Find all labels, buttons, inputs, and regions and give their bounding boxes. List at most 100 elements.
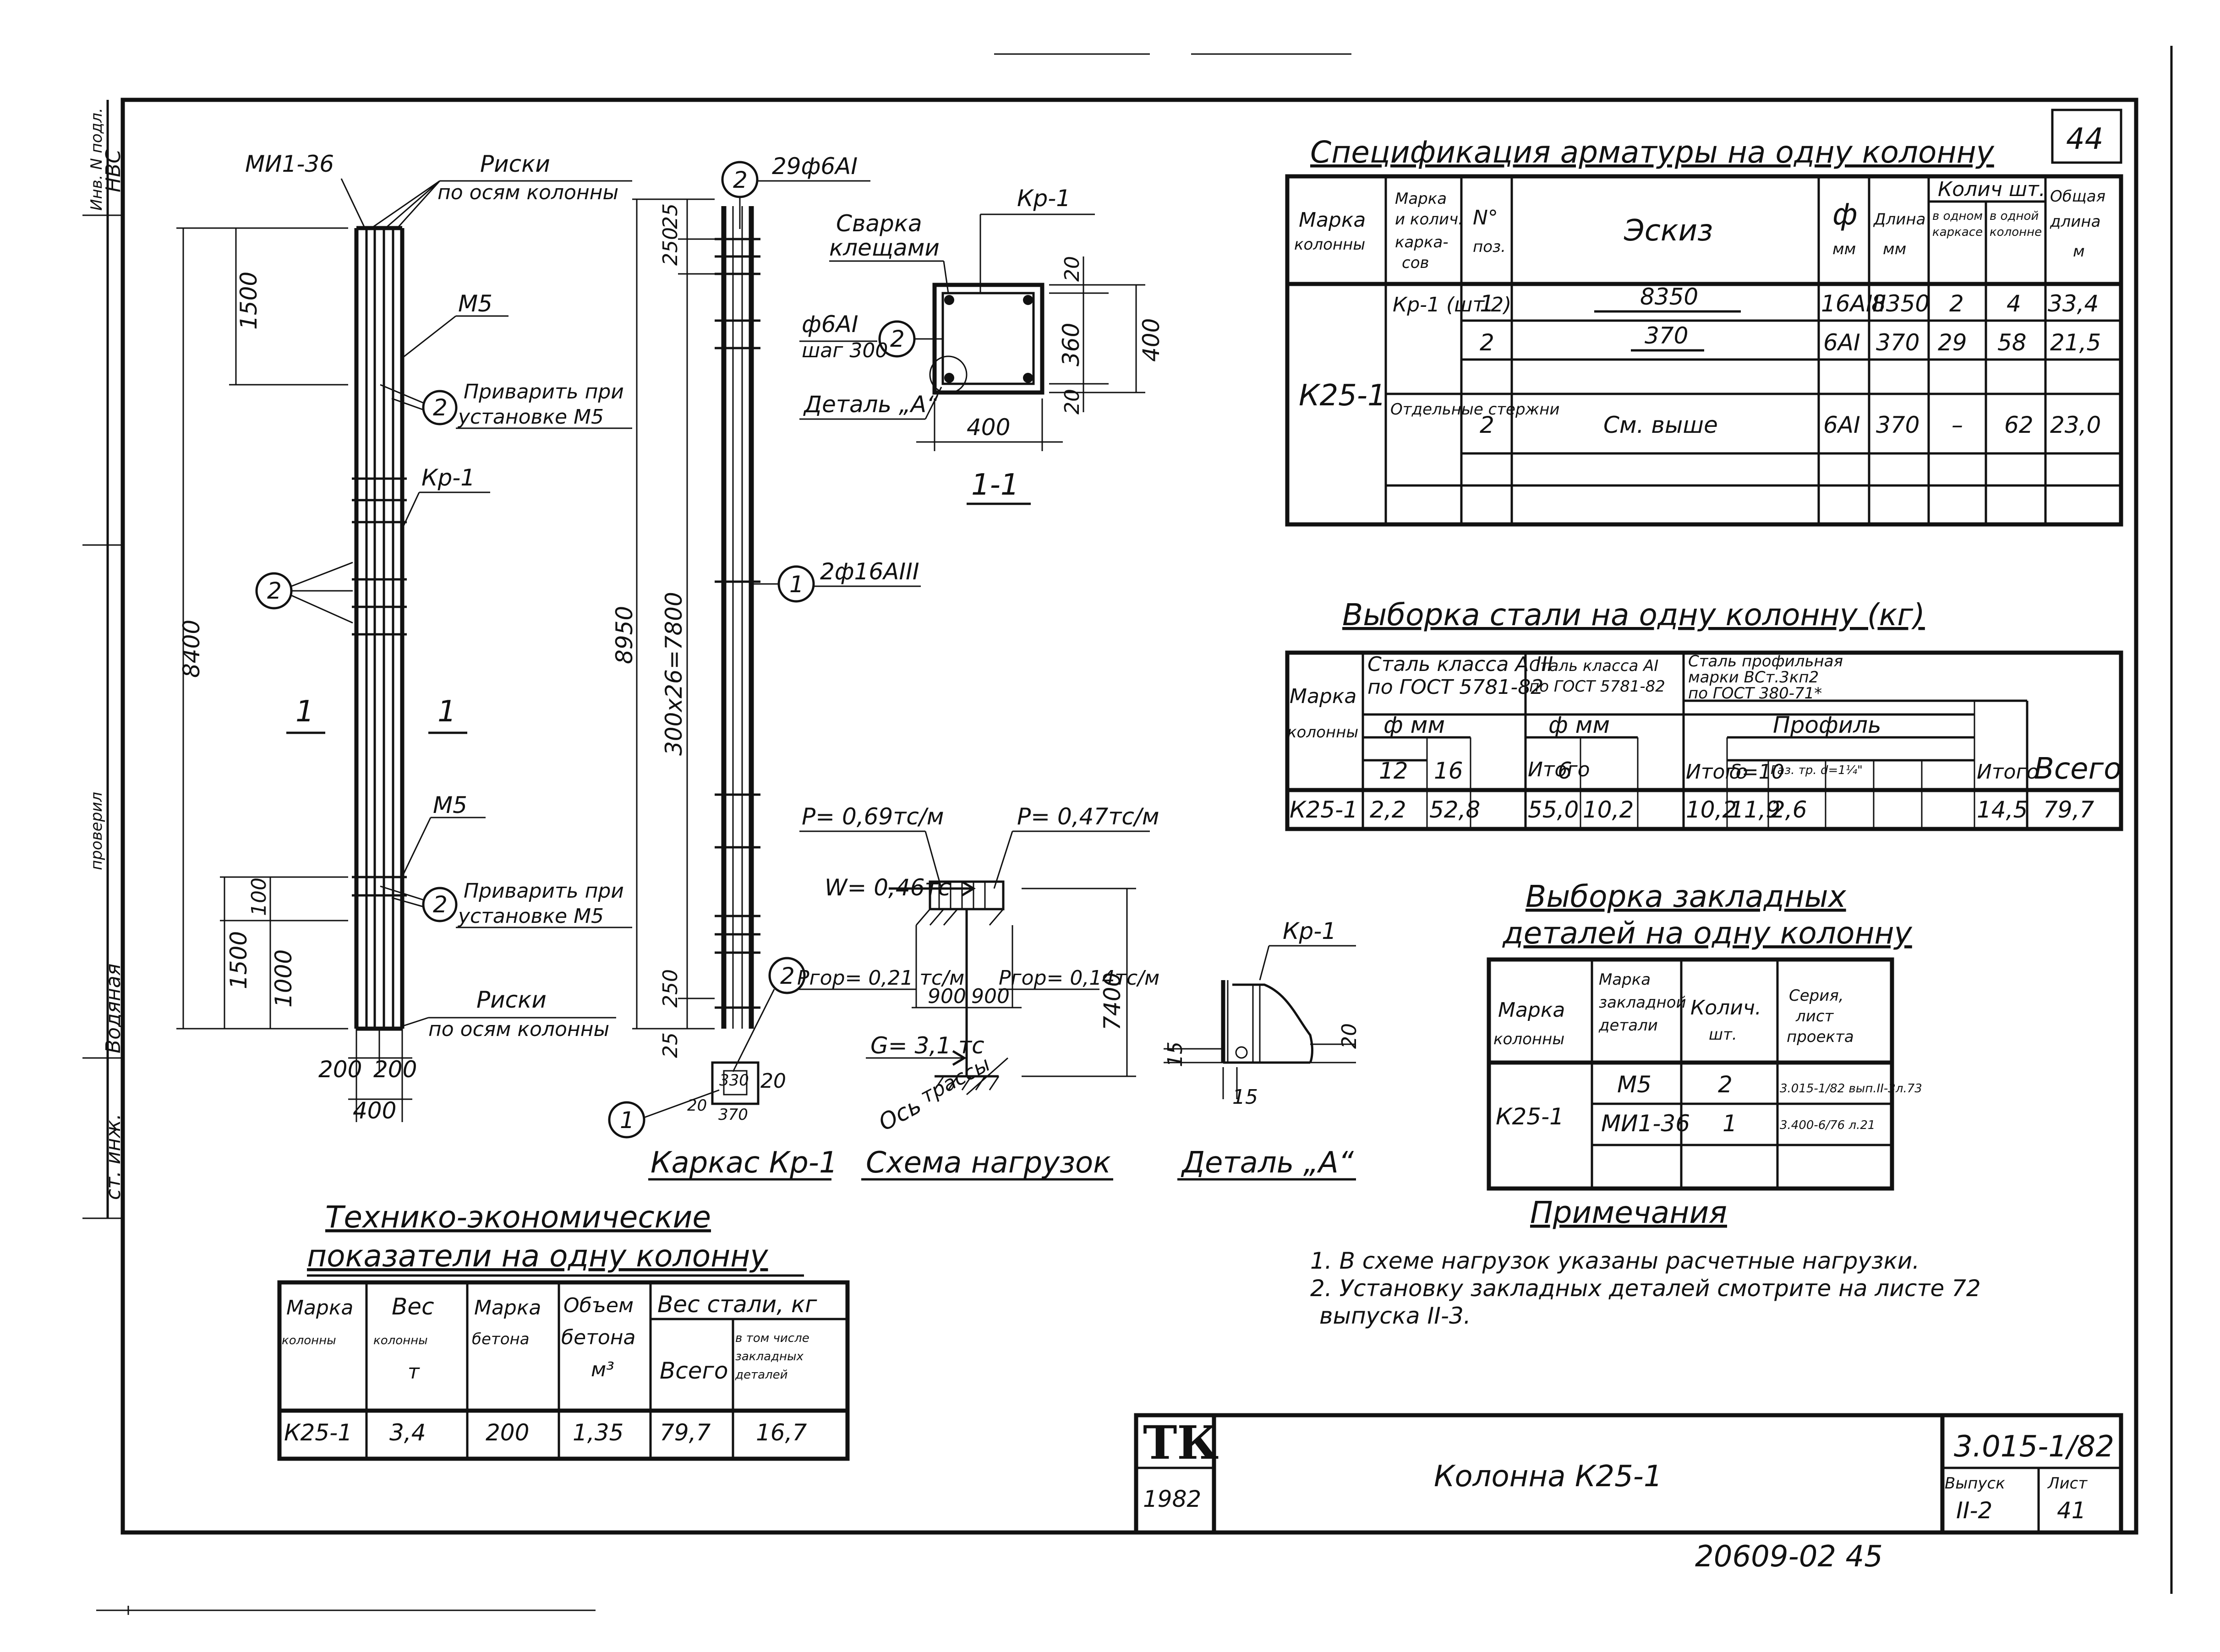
frame-kr1: 2 29ф6АI 25 250 8950 300х26=7800 250 25 … xyxy=(608,153,921,1181)
steel-h-itogo-3: Итого xyxy=(1977,760,2039,784)
tech-h-volume-3: м³ xyxy=(591,1358,614,1381)
embedded-h-qty-2: шт. xyxy=(1709,1025,1737,1044)
section-weld-1: Сварка xyxy=(836,210,922,237)
frame-dim-300x26: 300х26=7800 xyxy=(661,592,687,756)
title-issue: II-2 xyxy=(1956,1497,1992,1524)
embedded-row1-series: 3.015-1/82 вып.II-3л.73 xyxy=(1780,1082,1922,1096)
margin-strip: Инв. N подл. НВС Водяная ст. инж. провер… xyxy=(82,100,125,1219)
steel-c16: 16 xyxy=(1434,758,1463,784)
load-d900-b: 900 xyxy=(971,985,1010,1008)
svg-text:14,5: 14,5 xyxy=(1977,796,2028,823)
steel-h-total: Всего xyxy=(2034,752,2122,786)
tech-h-mark-2: колонны xyxy=(282,1334,336,1347)
section-mark-a: 1 xyxy=(295,695,314,729)
svg-text:6АI: 6АI xyxy=(1823,329,1860,356)
dim-200-b: 200 xyxy=(373,1056,417,1083)
column-elevation: МИ1-36 Риски по осям колонны 1500 М5 2 П… xyxy=(176,151,632,1124)
sheet-frame xyxy=(96,46,2173,1615)
sheet-number: 44 xyxy=(2066,122,2103,156)
tech-table: Технико-экономические показатели на одну… xyxy=(277,1199,850,1461)
embedded-title-2: деталей на одну колонну xyxy=(1502,916,1913,951)
sheet-number-box: 44 xyxy=(2051,109,2122,164)
spec-row-3: 2 См. выше 6АI 370 – 62 23,0 xyxy=(1480,412,2101,438)
tech-h-volume-1: Объем xyxy=(563,1294,634,1317)
tech-h-all: Всего xyxy=(660,1358,728,1384)
section-1-1: Сварка клещами Кр-1 ф6АI шаг 300 2 Детал… xyxy=(799,185,1165,505)
svg-text:10,2: 10,2 xyxy=(1583,796,1634,823)
steel-c12: 12 xyxy=(1379,758,1408,784)
spec-h-frame-2: и колич. xyxy=(1395,210,1463,229)
weld-top-pos: 2 xyxy=(433,394,448,421)
detail-d15-a: 15 xyxy=(1164,1041,1187,1067)
notes: Примечания 1. В схеме нагрузок указаны р… xyxy=(1310,1195,1981,1329)
load-p1: Р= 0,69тс/м xyxy=(802,803,944,830)
frame-d330: 330 xyxy=(719,1071,749,1090)
steel-h-itogo-1: Итого xyxy=(1528,758,1590,781)
detail-a: Кр-1 15 15 20 Деталь „А“ xyxy=(1164,918,1361,1181)
svg-text:–: – xyxy=(1952,412,1963,438)
load-pgor-2: Ргор= 0,14тс/м xyxy=(999,966,1159,990)
margin-role: Водяная xyxy=(102,964,125,1053)
embedded-h-series-3: проекта xyxy=(1787,1028,1854,1046)
svg-text:33,4: 33,4 xyxy=(2048,290,2099,317)
embedded-row1-part: М5 xyxy=(1617,1071,1651,1098)
tech-h-mark-1: Марка xyxy=(286,1296,353,1319)
frame-pos1-bot: 1 xyxy=(620,1107,634,1134)
section-kr: Кр-1 xyxy=(1017,185,1071,212)
frame-d370: 370 xyxy=(718,1106,748,1124)
load-d900-a: 900 xyxy=(928,985,966,1008)
svg-text:1,35: 1,35 xyxy=(573,1419,623,1446)
section-pos: 2 xyxy=(890,326,905,352)
tech-h-weight-2: колонны xyxy=(373,1334,428,1347)
load-pgor-1: Ргор= 0,21 тс/м xyxy=(797,966,964,990)
dim-100: 100 xyxy=(247,878,271,916)
embedded-column: К25-1 xyxy=(1496,1103,1564,1130)
spec-column: К25-1 xyxy=(1299,379,1386,413)
steel-h-prof-1: Сталь профильная xyxy=(1688,652,1843,671)
dim-400-bottom: 400 xyxy=(353,1097,396,1124)
frame-pos2-top: 2 xyxy=(733,167,748,193)
dim-1500-bottom: 1500 xyxy=(225,931,252,989)
spec-h-frame-4: сов xyxy=(1402,254,1429,272)
steel-h-a3-2: по ГОСТ 5781-82 xyxy=(1367,676,1543,699)
weld-bottom-text-2: установке М5 xyxy=(457,905,604,928)
steel-title: Выборка стали на одну колонну (кг) xyxy=(1342,597,1925,632)
svg-text:58: 58 xyxy=(1997,329,2027,356)
spec-h-qty-frame-1: в одном xyxy=(1932,209,1983,223)
spec-group2: Отдельные стержни xyxy=(1390,400,1560,419)
spec-group1: Кр-1 (шт.2) xyxy=(1393,293,1511,316)
spec-row-1: 1 8350 16АIII 8350 2 4 33,4 xyxy=(1480,284,2099,317)
bar2-label: 29ф6АI xyxy=(772,153,858,180)
section-d360: 360 xyxy=(1058,323,1084,366)
tech-title-2: показатели на одну колонну xyxy=(307,1238,768,1274)
tech-h-weight-1: Вес xyxy=(392,1293,434,1320)
tech-h-steel: Вес стали, кг xyxy=(657,1291,817,1318)
note-1: 1. В схеме нагрузок указаны расчетные на… xyxy=(1310,1248,1919,1274)
steel-h-prof-3: по ГОСТ 380-71* xyxy=(1688,684,1822,703)
section-detail: Деталь „А“ xyxy=(803,391,939,418)
dim-1000: 1000 xyxy=(270,949,297,1008)
frame-dim-25-top: 25 xyxy=(659,203,682,229)
svg-text:2: 2 xyxy=(1480,412,1494,438)
load-scheme: Р= 0,69тс/м Р= 0,47тс/м W= 0,46тс Ргор= … xyxy=(797,803,1159,1181)
m5-top-label: М5 xyxy=(458,290,492,317)
spec-h-pos-2: поз. xyxy=(1473,238,1506,256)
load-caption: Схема нагрузок xyxy=(866,1146,1111,1180)
steel-h-a1-1: Сталь класса АI xyxy=(1529,657,1658,675)
section-d400-v: 400 xyxy=(1138,318,1165,362)
embedded-h-qty-1: Колич. xyxy=(1690,996,1761,1020)
spec-h-total-3: м xyxy=(2073,242,2085,261)
svg-text:10,2: 10,2 xyxy=(1686,796,1737,823)
notes-title: Примечания xyxy=(1530,1195,1727,1230)
frame-d20-b: 20 xyxy=(760,1069,786,1093)
title-sheet-label: Лист xyxy=(2047,1474,2088,1493)
detail-d20: 20 xyxy=(1338,1023,1361,1049)
margin-designation: НВС xyxy=(102,149,125,192)
section-caption: 1-1 xyxy=(971,468,1019,502)
frame-pos1: 1 xyxy=(789,571,804,598)
section-weld-2: клещами xyxy=(829,234,940,261)
section-step: шаг 300 xyxy=(802,339,888,362)
marks-axes-top-1: Риски xyxy=(480,151,550,177)
tech-h-concrete-1: Марка xyxy=(474,1296,541,1319)
title-issue-label: Выпуск xyxy=(1945,1474,2005,1493)
